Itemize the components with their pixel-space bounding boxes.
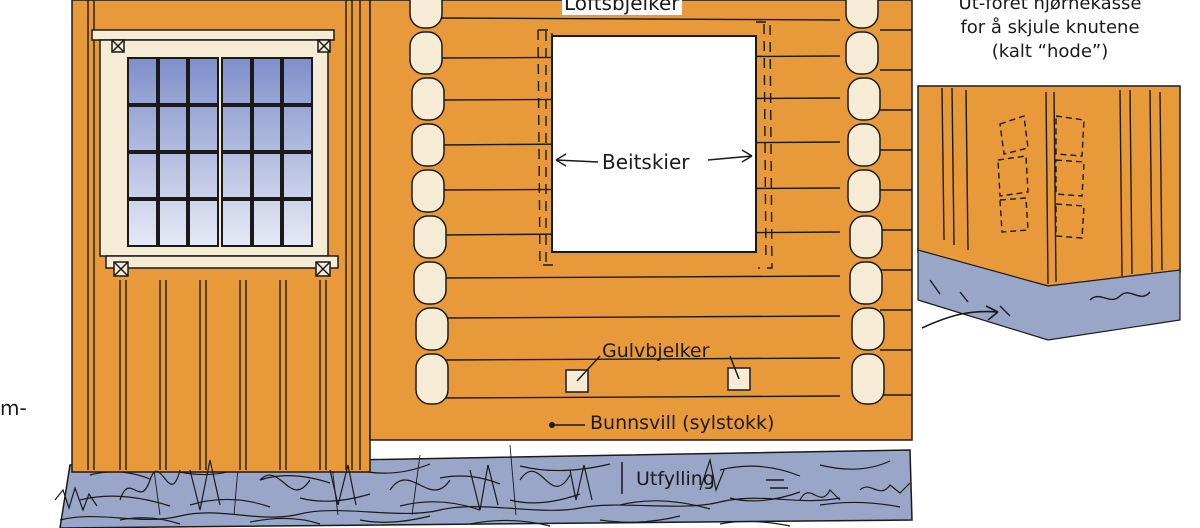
bunnsvill-pointer [549, 422, 585, 428]
bunnsvill-label: Bunnsvill (sylstokk) [590, 412, 775, 434]
beitskier-label: Beitskier [600, 150, 692, 174]
loftsbjelker-label: Loftsbjelker [562, 0, 682, 15]
foundation-stone-lines [79, 439, 901, 527]
utfylling-marker [621, 462, 788, 494]
log-ends-left-corner [409, 0, 449, 405]
corner-box-detail [917, 85, 1181, 341]
corner-caption-line-2: for å skjule knutene [960, 17, 1140, 38]
vertical-board-lines [87, 0, 361, 470]
floor-joist-ends [565, 355, 751, 393]
corner-caption-line-3: (kalt “hode”) [991, 41, 1109, 62]
window [91, 29, 339, 277]
gulvbjelker-label: Gulvbjelker [602, 340, 710, 362]
wall-opening [537, 21, 773, 269]
left-edge-text-fragment: m- [0, 396, 27, 420]
grass-scribbles [54, 457, 911, 521]
corner-caption-line-1: Ut-foret hjørnekasse [958, 0, 1142, 14]
log-ends-right-corner [845, 0, 885, 405]
corner-box-caption: Ut-foret hjørnekasse for å skjule knuten… [900, 0, 1200, 64]
utfylling-label: Utfylling [636, 468, 715, 490]
